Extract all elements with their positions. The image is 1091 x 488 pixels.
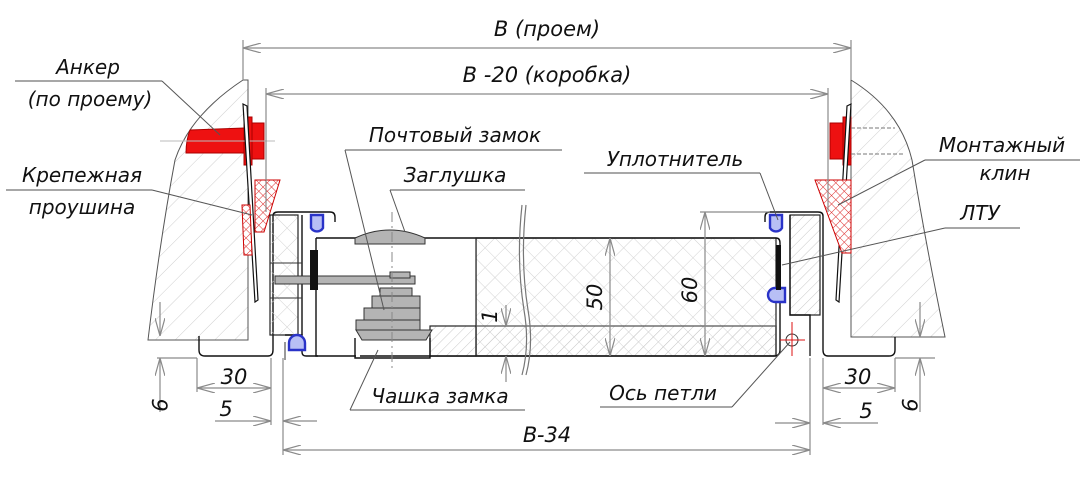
dim-right-flange-label: 30 [845, 365, 872, 389]
wedge-left [241, 179, 281, 256]
leader-lines [6, 80, 1080, 411]
wedge-label-1: Монтажный [939, 133, 1065, 157]
dim-right-offset-label: 9 [897, 398, 921, 411]
dim-frame-depth-label: 60 [678, 277, 702, 304]
lock-cam [274, 275, 416, 285]
dim-left-flange-label: 30 [221, 365, 248, 389]
seal-label: Уплотнитель [607, 147, 744, 171]
wedge-label-2: клин [980, 161, 1031, 185]
wall-right [850, 79, 946, 338]
door-leaf [315, 204, 781, 376]
frame-right [764, 211, 896, 357]
anchor-label-1: Анкер [54, 55, 120, 79]
seal-left-bottom [287, 333, 307, 352]
lock-cup-label: Чашка замка [371, 384, 508, 408]
seals [287, 213, 787, 352]
post-lock-label: Почтовый замок [369, 123, 541, 147]
bracket-label-1: Крепежная [22, 163, 142, 187]
seal-right-top [768, 213, 784, 233]
dim-left-offset-label: 9 [147, 398, 171, 411]
dim-leaf-thickness-label: 50 [583, 284, 607, 311]
dimension-lines [157, 40, 935, 455]
wedge-right [814, 179, 852, 254]
dim-right-gap-label: 5 [859, 399, 872, 423]
dim-left-gap-label: 5 [219, 397, 232, 421]
ltu-label: ЛТУ [959, 201, 1001, 225]
dim-sheet-thickness-label: 1 [478, 309, 502, 322]
seal-right-mid [766, 286, 787, 304]
plug-label: Заглушка [404, 163, 507, 187]
hinge-axis-label: Ось петли [609, 381, 717, 405]
ltu-strip [776, 245, 781, 290]
bracket-label-2: проушина [29, 195, 135, 219]
hinge-axis-mark [780, 322, 805, 356]
dim-leaf-label: B-34 [523, 423, 571, 447]
dim-frame-label: B -20 (коробка) [463, 63, 632, 87]
seal-left-top [309, 213, 325, 233]
anchor-label-2: (по проему) [28, 87, 153, 111]
frame-left [198, 211, 336, 360]
dim-opening-label: B (проем) [494, 17, 600, 41]
